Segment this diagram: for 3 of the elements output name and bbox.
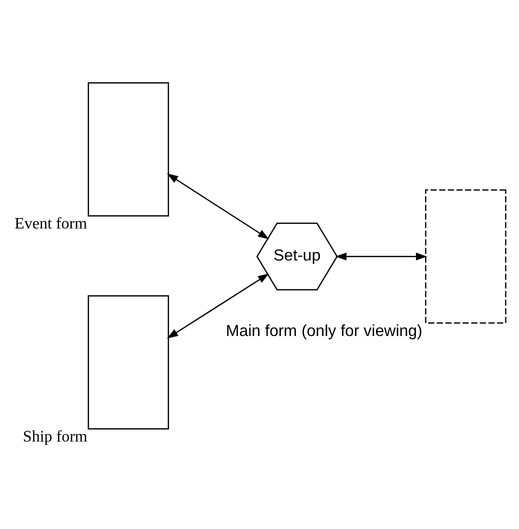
node-label: Main form (only for viewing) (226, 322, 422, 340)
node-label: Event form (14, 216, 88, 233)
node-label: Ship form (22, 428, 88, 446)
